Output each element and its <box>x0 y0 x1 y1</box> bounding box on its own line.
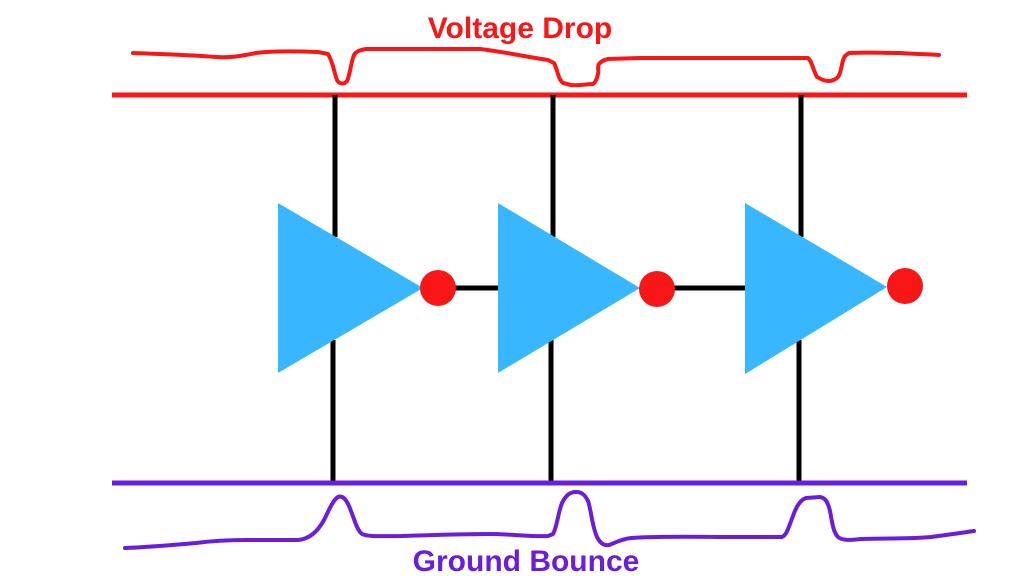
ground-bounce-label: Ground Bounce <box>413 545 640 576</box>
ground-bounce-waveform <box>123 490 976 550</box>
inversion-bubble-2-icon <box>639 271 675 307</box>
voltage-drop-waveform <box>131 47 941 88</box>
buffer-triangle-2-icon <box>498 203 640 373</box>
voltage-drop-label: Voltage Drop <box>428 12 612 45</box>
buffer-triangle-1-icon <box>278 203 423 373</box>
inversion-bubble-1-icon <box>420 270 456 306</box>
inversion-bubble-3-icon <box>887 268 923 304</box>
buffer-triangle-3-icon <box>745 203 887 374</box>
